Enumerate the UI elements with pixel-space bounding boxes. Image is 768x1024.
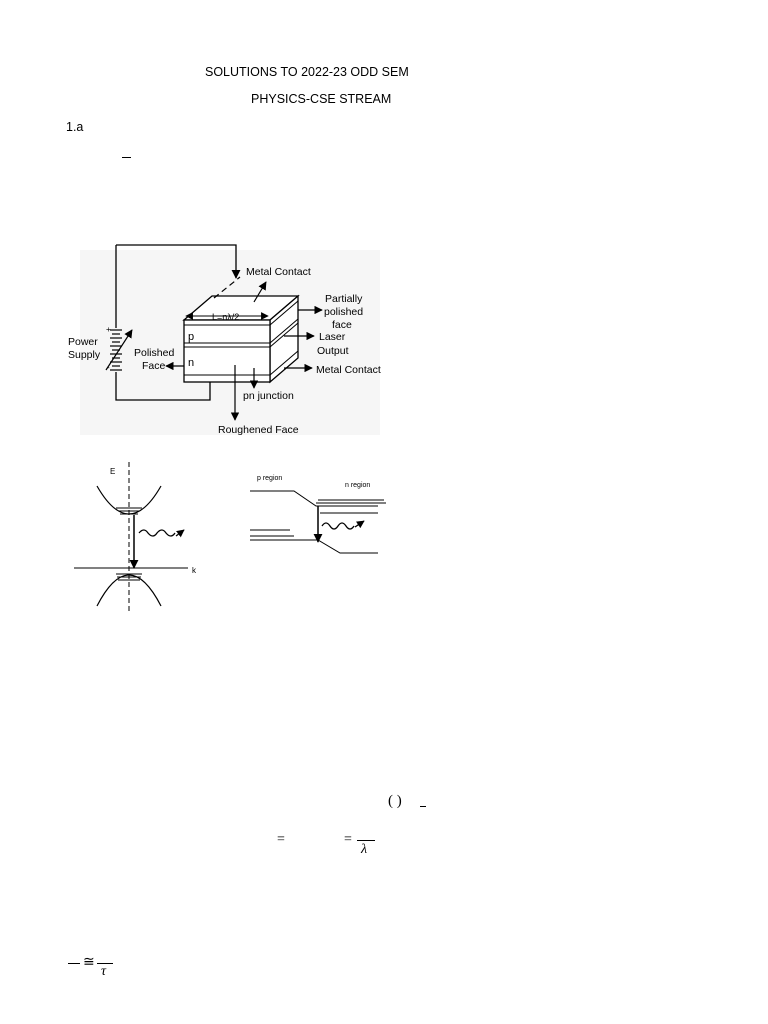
equation-fraction-bar <box>357 840 375 841</box>
equation-equals-1: = <box>277 832 285 847</box>
equation-approx: ≅ <box>83 955 95 970</box>
pn-junction-label: pn junction <box>243 390 294 402</box>
metal-contact-bottom-label: Metal Contact <box>316 364 381 376</box>
fraction-bar <box>122 157 131 158</box>
n-region-label: n region <box>345 482 370 489</box>
question-label: 1.a <box>66 120 84 134</box>
photon-wave-icon <box>138 529 176 537</box>
document-subtitle: PHYSICS-CSE STREAM <box>251 92 392 106</box>
polished-face-label-2: Face <box>142 360 166 372</box>
equation-tau: τ <box>101 964 107 979</box>
minus-label: - <box>107 363 110 372</box>
partially-polished-label-2: polished <box>324 306 363 318</box>
partially-polished-label-3: face <box>332 319 352 331</box>
equation-bar-left <box>68 963 80 964</box>
polished-face-label-1: Polished <box>134 347 174 359</box>
laser-output-label-1: Laser <box>319 331 346 343</box>
equation-small-bar <box>420 806 426 807</box>
partially-polished-label-1: Partially <box>325 293 363 305</box>
power-supply-label-2: Supply <box>68 349 101 361</box>
equation-equals-2: = <box>344 832 352 847</box>
p-layer-label: p <box>188 331 194 343</box>
laser-output-label-2: Output <box>317 345 349 357</box>
equation-bar-right <box>97 963 113 964</box>
photon-wave-icon <box>321 522 355 530</box>
equation-parentheses: ( ) <box>388 793 402 809</box>
p-region-label: p region <box>257 475 282 482</box>
length-label: L=nλ/2 <box>212 312 239 322</box>
battery-icon <box>110 329 122 371</box>
power-supply-label-1: Power <box>68 336 98 348</box>
energy-axis-label: E <box>110 467 115 476</box>
document-title: SOLUTIONS TO 2022-23 ODD SEM <box>205 65 409 79</box>
k-axis-label: k <box>192 566 197 575</box>
n-layer-label: n <box>188 357 194 369</box>
roughened-face-label: Roughened Face <box>218 424 299 436</box>
equation-lambda: λ <box>361 842 368 857</box>
plus-label: + <box>106 325 111 334</box>
metal-contact-top-label: Metal Contact <box>246 266 311 278</box>
